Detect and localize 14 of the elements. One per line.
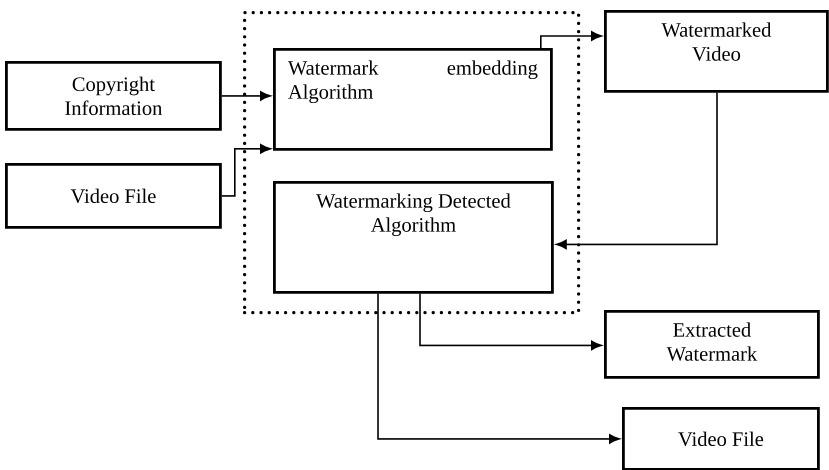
process-box: Video File — [5, 163, 222, 229]
process-box: Watermark embedding Algorithm — [273, 48, 553, 151]
process-box: Extracted Watermark — [604, 310, 820, 379]
process-box: Copyright Information — [5, 61, 222, 131]
arrow — [222, 91, 271, 101]
process-box: Video File — [622, 407, 820, 470]
arrow — [377, 294, 620, 444]
arrow — [540, 31, 602, 48]
process-box: Watermarking Detected Algorithm — [273, 181, 554, 294]
process-box: Watermarked Video — [604, 10, 829, 93]
arrow — [556, 92, 718, 250]
arrow — [222, 144, 271, 197]
dotted-frame — [243, 11, 580, 314]
arrow — [419, 294, 602, 350]
